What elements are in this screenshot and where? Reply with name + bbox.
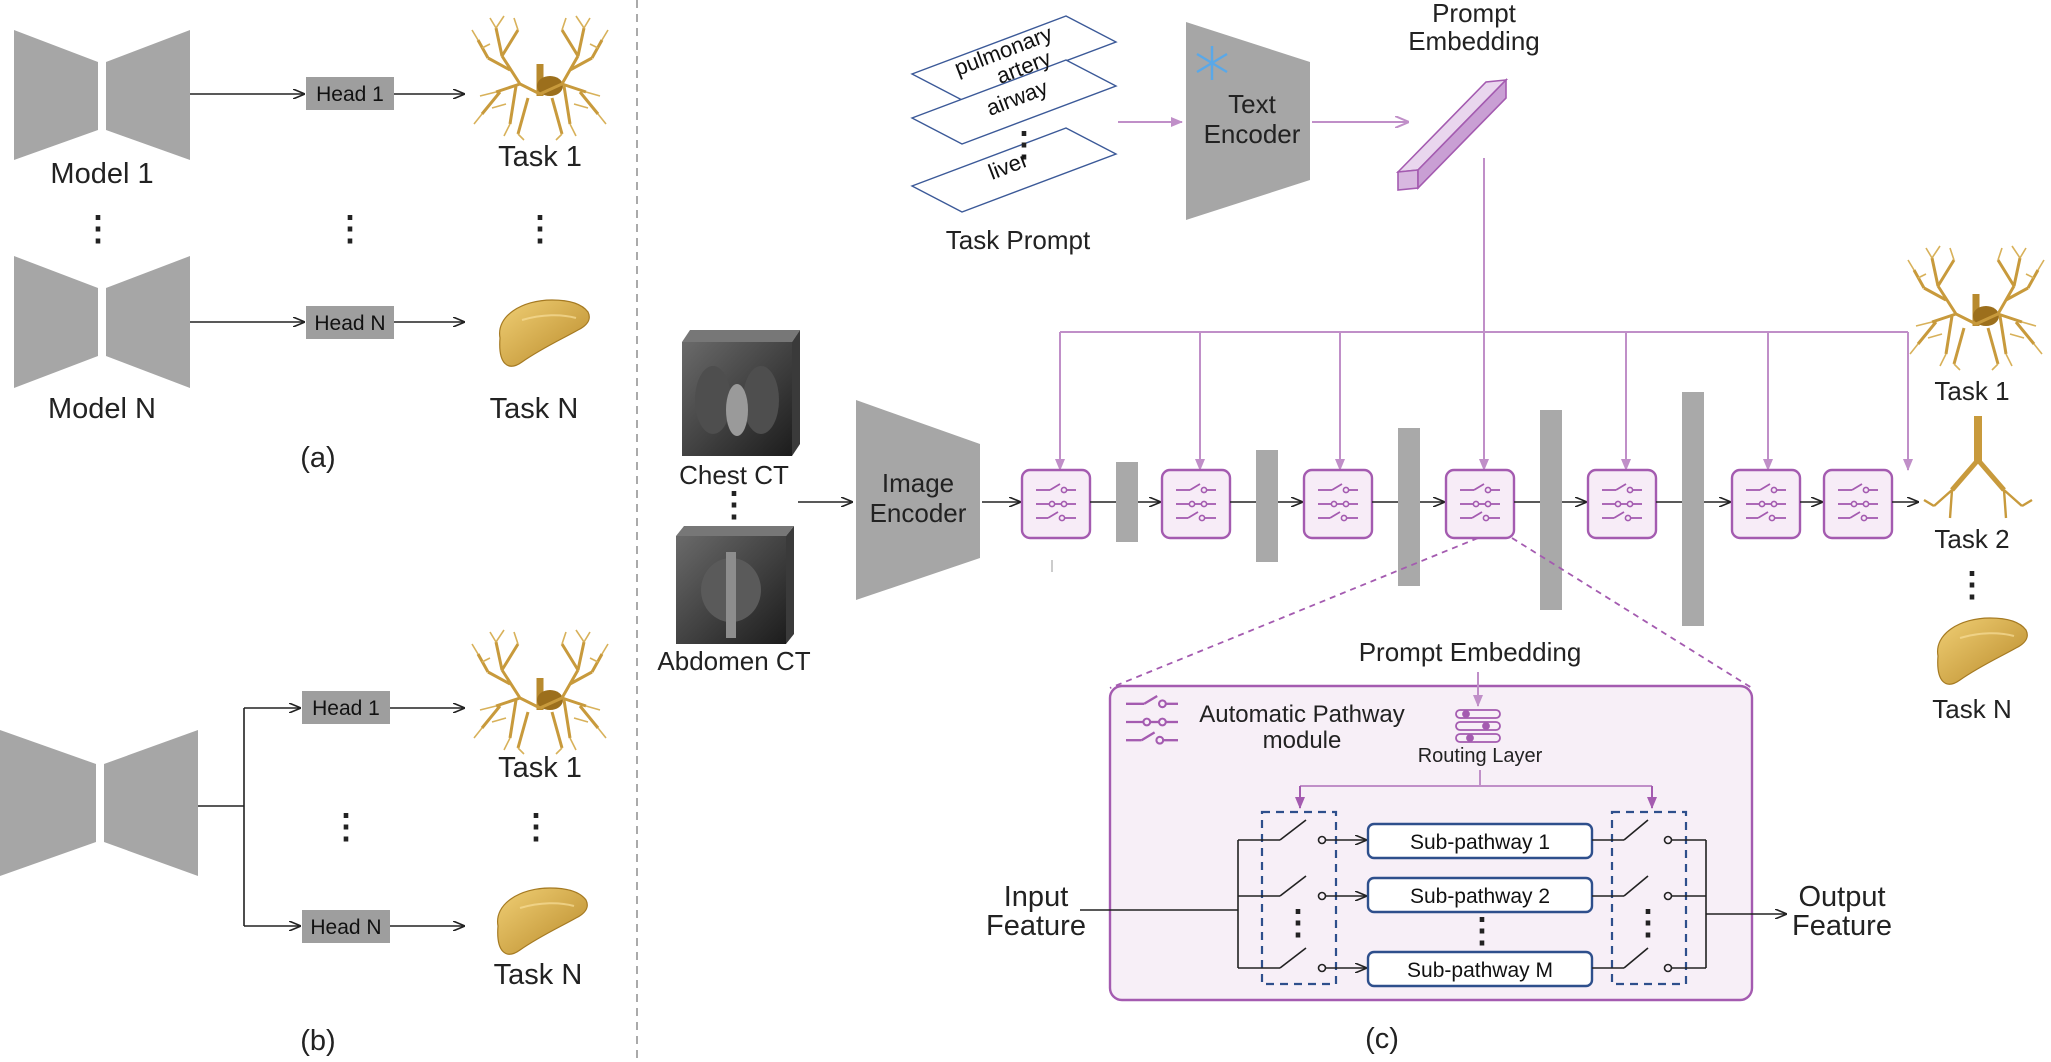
output-switches bbox=[1592, 819, 1707, 973]
input-switches bbox=[1279, 819, 1366, 972]
input-feature-line1: Input bbox=[1004, 881, 1069, 913]
model-1-label: Model 1 bbox=[50, 158, 153, 190]
head-1-box bbox=[306, 77, 394, 110]
head-1-label-b: Head 1 bbox=[312, 697, 380, 720]
output-switch-group bbox=[1610, 810, 1688, 986]
decoder-block-5 bbox=[1682, 392, 1704, 626]
model-n-label: Model N bbox=[48, 393, 156, 425]
liver-icon bbox=[498, 299, 591, 368]
routing-layer-icon bbox=[1455, 709, 1501, 743]
lung-airway-icon-b bbox=[472, 630, 608, 754]
task-n-label-b: Task N bbox=[494, 959, 583, 991]
zoom-line-left bbox=[1109, 537, 1479, 689]
output-task-n: Task N bbox=[1932, 694, 2011, 724]
routing-distribution-line bbox=[1300, 770, 1652, 787]
text-encoder-shape bbox=[1186, 22, 1310, 220]
image-encoder-line1: Image bbox=[882, 468, 954, 498]
routing-layer-label: Routing Layer bbox=[1418, 745, 1543, 767]
input-feature-line2: Feature bbox=[986, 910, 1086, 942]
prompt-ellipsis: ⋮ bbox=[1007, 126, 1041, 164]
ellipsis-tasks-b: ⋮ bbox=[519, 808, 553, 846]
embedding-distribution-lines bbox=[1055, 158, 1913, 471]
output-feature-line2: Feature bbox=[1792, 910, 1892, 942]
decoder-block-3 bbox=[1398, 428, 1420, 586]
ellipsis-models: ⋮ bbox=[81, 210, 115, 248]
decoder-chain bbox=[982, 392, 1918, 626]
chest-ct-label: Chest CT bbox=[679, 460, 789, 490]
panel-a: Model 1 ⋮ Model N Head 1 ⋮ Head N Task 1… bbox=[14, 16, 608, 474]
liver-output-icon bbox=[1936, 617, 2029, 686]
ellipsis-heads: ⋮ bbox=[333, 210, 367, 248]
head-n-label-b: Head N bbox=[310, 916, 381, 939]
snowflake-icon bbox=[1196, 46, 1228, 80]
image-encoder-shape bbox=[856, 400, 980, 600]
head-n-label: Head N bbox=[314, 312, 385, 335]
decoder-block-2 bbox=[1256, 450, 1278, 562]
sub-pathway-m bbox=[1366, 950, 1594, 988]
sub-pathway-2-label: Sub-pathway 2 bbox=[1410, 885, 1550, 908]
sub-pathway-1 bbox=[1366, 822, 1594, 860]
output-task-1: Task 1 bbox=[1934, 376, 2009, 406]
detail-prompt-embedding-label: Prompt Embedding bbox=[1359, 637, 1582, 667]
sub-pathway-2 bbox=[1366, 876, 1594, 914]
output-switch-ellipsis: ⋮ bbox=[1631, 904, 1665, 942]
panel-c: pulmonary artery airway ⋮ liver Task Pro… bbox=[657, 0, 2044, 1055]
abdomen-ct-volume-icon bbox=[676, 526, 794, 644]
abdomen-ct-label: Abdomen CT bbox=[657, 646, 810, 676]
model-1-icon bbox=[14, 30, 190, 160]
task-1-label: Task 1 bbox=[498, 141, 582, 173]
head-1-label: Head 1 bbox=[316, 83, 384, 106]
input-switch-ellipsis: ⋮ bbox=[1281, 904, 1315, 942]
input-bus bbox=[1080, 839, 1280, 969]
prompt-embedding-line1: Prompt bbox=[1432, 0, 1517, 28]
input-switch-group bbox=[1260, 810, 1338, 986]
sub-pathway-m-label: Sub-pathway M bbox=[1407, 959, 1553, 982]
module-title-line1: Automatic Pathway bbox=[1199, 701, 1404, 728]
caption-c: (c) bbox=[1365, 1023, 1399, 1055]
decoder-block-1 bbox=[1116, 462, 1138, 542]
caption-a: (a) bbox=[300, 442, 335, 474]
liver-icon-b bbox=[496, 887, 589, 956]
model-n-icon bbox=[14, 256, 190, 388]
head-n-box-b bbox=[302, 910, 390, 943]
chest-ct-volume-icon bbox=[682, 330, 800, 456]
module-title-line2: module bbox=[1263, 727, 1342, 754]
output-ellipsis: ⋮ bbox=[1955, 566, 1989, 604]
caption-b: (b) bbox=[300, 1025, 335, 1057]
input-ellipsis: ⋮ bbox=[717, 486, 751, 524]
decoder-block-4 bbox=[1540, 410, 1562, 610]
prompt-embedding-bar bbox=[1395, 78, 1509, 191]
lung-airway-output-icon bbox=[1908, 246, 2044, 370]
task-n-label: Task N bbox=[490, 393, 579, 425]
ellipsis-heads-b: ⋮ bbox=[329, 808, 363, 846]
trachea-icon bbox=[1923, 416, 2033, 519]
lung-airway-icon bbox=[472, 16, 608, 140]
text-encoder-line1: Text bbox=[1228, 89, 1276, 119]
task-prompt-label: Task Prompt bbox=[946, 225, 1091, 255]
image-encoder-line2: Encoder bbox=[870, 498, 967, 528]
prompt-embedding-line2: Embedding bbox=[1408, 26, 1540, 56]
sub-pathway-1-label: Sub-pathway 1 bbox=[1410, 831, 1550, 854]
head-n-box bbox=[306, 306, 394, 339]
task-prompt-stack: pulmonary artery airway ⋮ liver bbox=[910, 15, 1118, 213]
text-encoder-line2: Encoder bbox=[1204, 119, 1301, 149]
ellipsis-tasks: ⋮ bbox=[523, 210, 557, 248]
panel-b: Head 1 ⋮ Head N Task 1 ⋮ Task N (b) bbox=[0, 630, 608, 1057]
head-1-box-b bbox=[302, 691, 390, 724]
output-feature-line1: Output bbox=[1798, 881, 1885, 913]
zoom-line-right bbox=[1511, 537, 1753, 689]
branch-line bbox=[198, 708, 245, 926]
task-1-label-b: Task 1 bbox=[498, 752, 582, 784]
shared-model-icon bbox=[0, 730, 198, 876]
sub-pathway-ellipsis: ⋮ bbox=[1465, 912, 1499, 950]
output-task-2: Task 2 bbox=[1934, 524, 2009, 554]
